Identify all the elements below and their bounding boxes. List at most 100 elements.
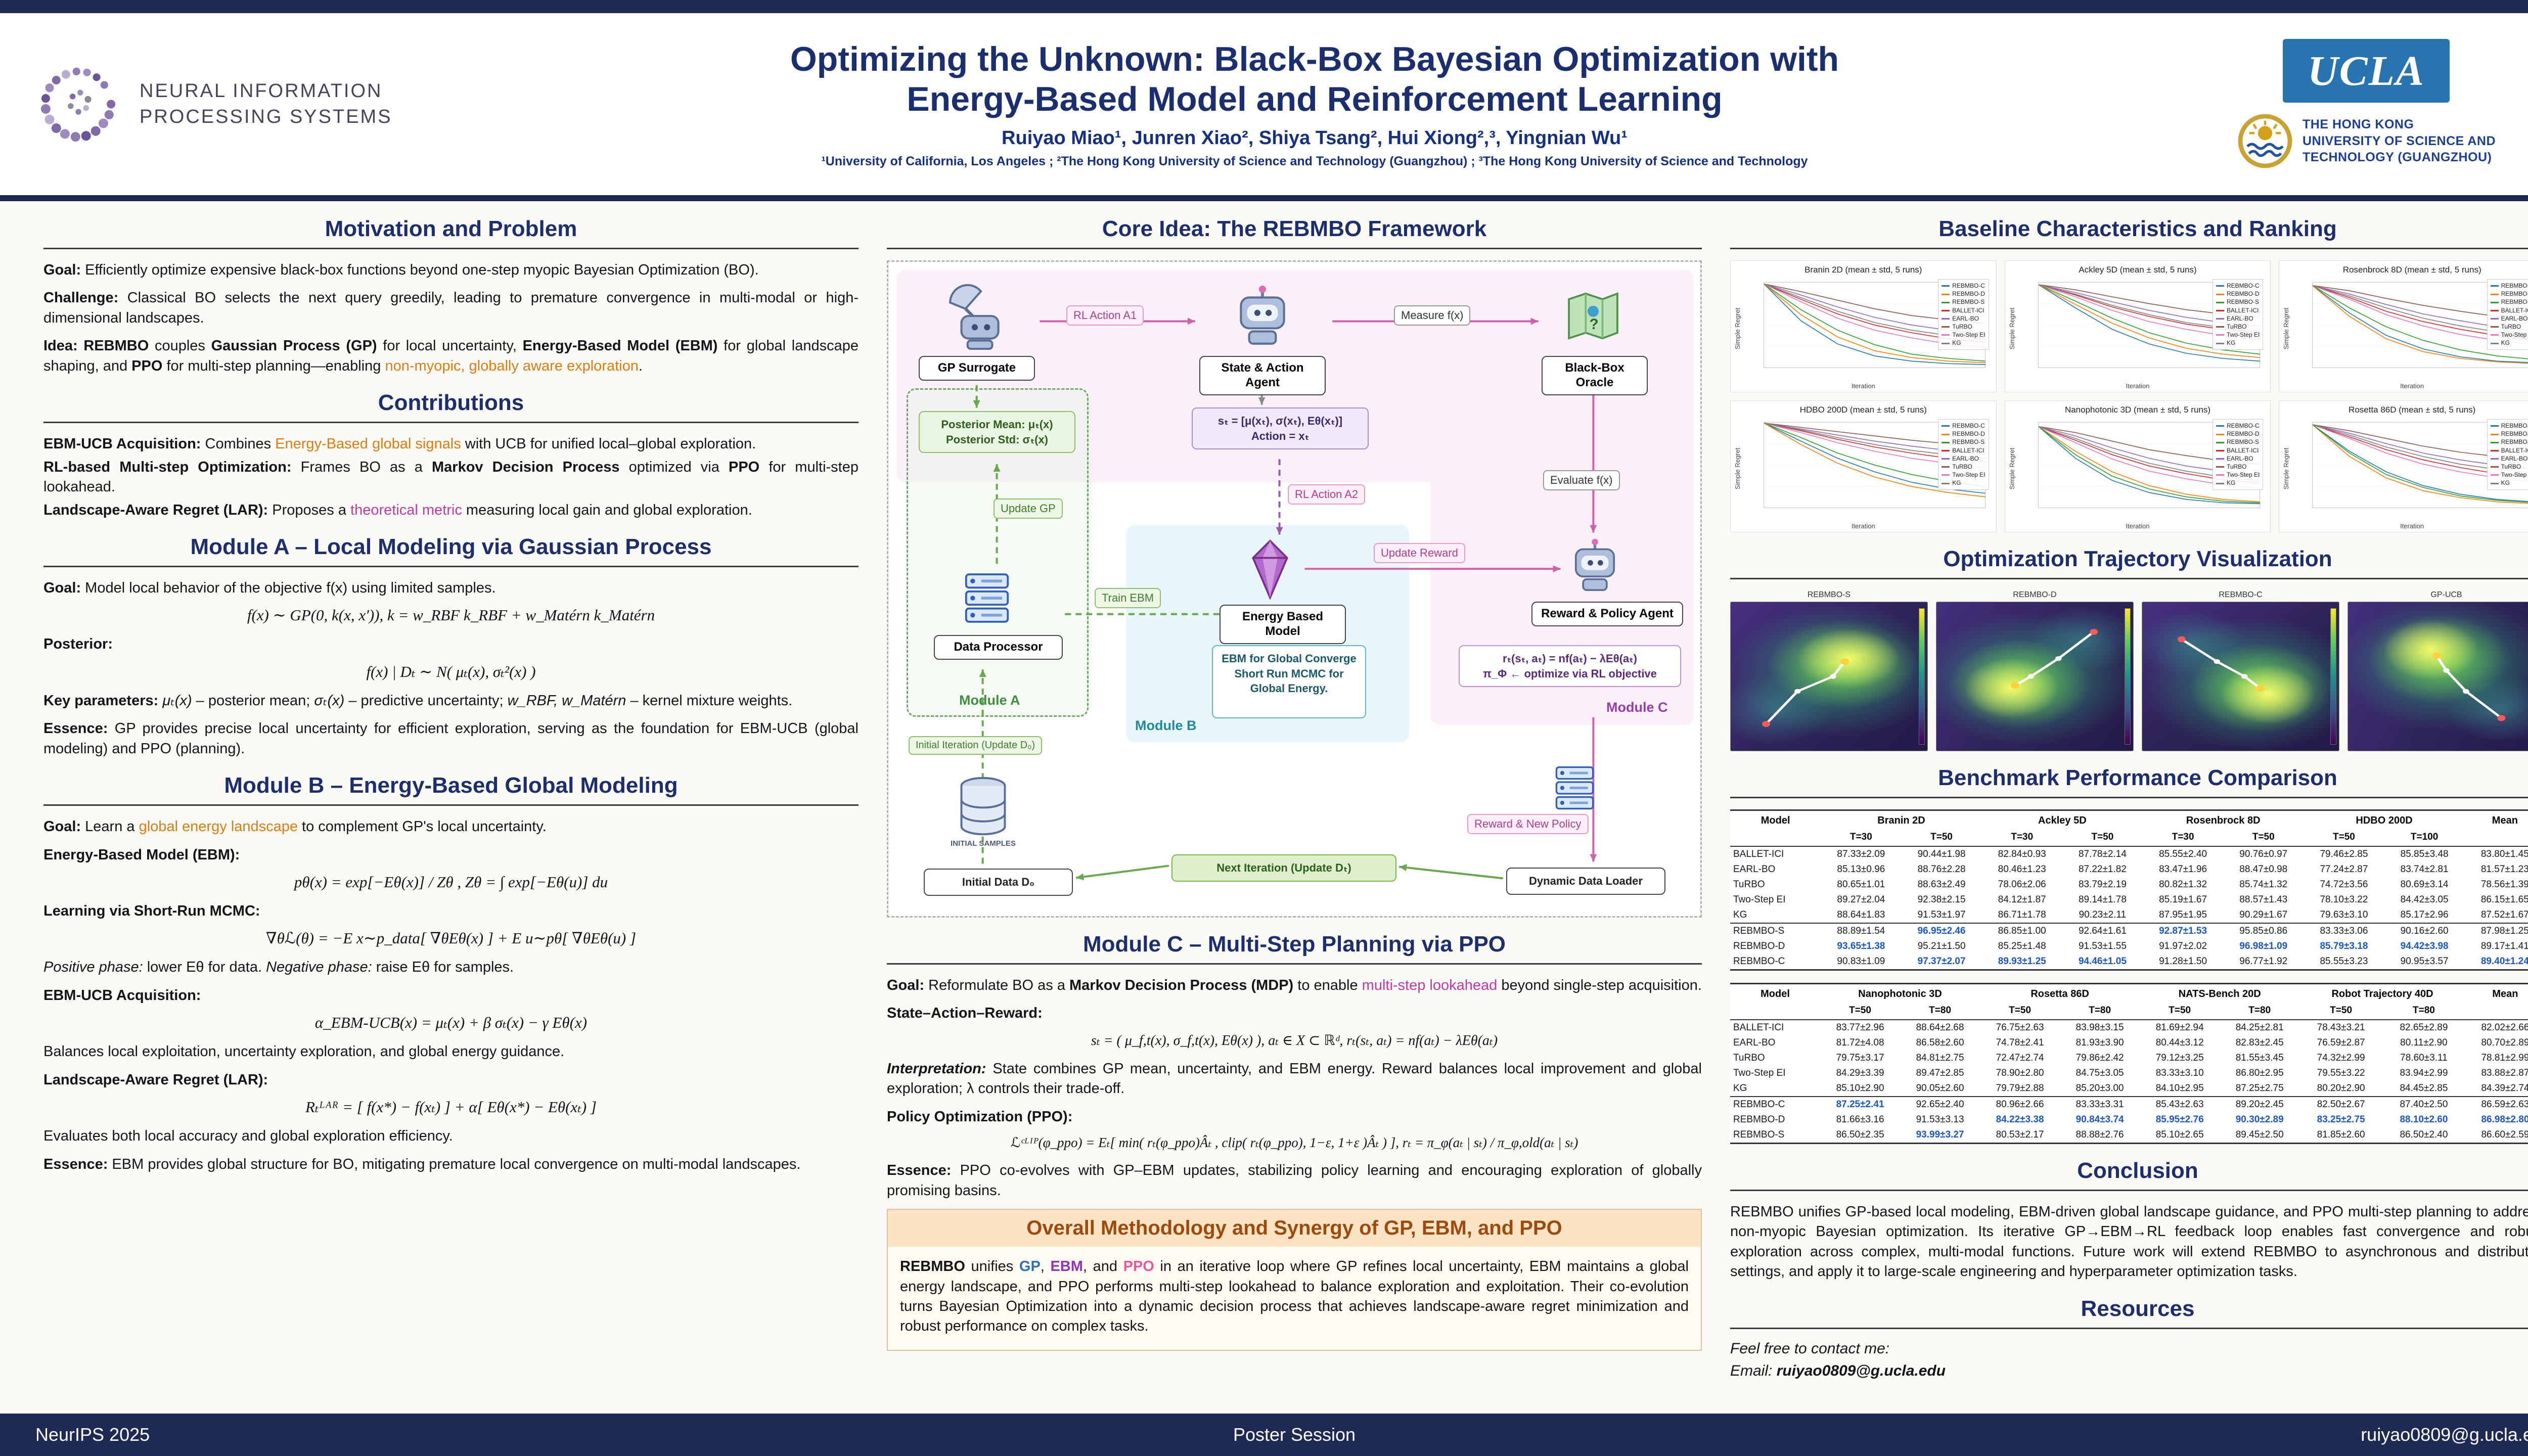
- model-cell: REBMBO-D: [1733, 1114, 1785, 1125]
- footer-conference: NeurIPS 2025: [35, 1424, 150, 1445]
- value-cell: 85.19±1.67: [2159, 894, 2207, 905]
- baseline-heading: Baseline Characteristics and Ranking: [1730, 216, 2528, 249]
- value-cell: 78.06±2.06: [1998, 879, 2046, 890]
- legend-entry: Two-Step EI: [2216, 331, 2260, 339]
- value-cell: 90.44±1.98: [1917, 849, 1966, 859]
- reward-policy-agent-label: Reward & Policy Agent: [1531, 602, 1683, 626]
- trajectory-arrows-icon: [2432, 652, 2506, 721]
- legend-entry: KG: [1942, 339, 1985, 347]
- legend-entry: Two-Step EI: [2490, 471, 2528, 479]
- value-cell: 86.50±2.40: [2382, 1127, 2465, 1144]
- affiliations: ¹University of California, Los Angeles ;…: [821, 154, 1808, 168]
- value-cell: 85.25±1.48: [1998, 941, 2046, 951]
- value-cell: 83.77±2.96: [1836, 1022, 1884, 1033]
- chart-rosenbrock-8d: Rosenbrock 8D (mean ± std, 5 runs)Simple…: [2279, 260, 2528, 392]
- value-cell: 85.17±2.96: [2400, 909, 2449, 920]
- value-cell: 84.81±2.75: [1916, 1053, 1964, 1063]
- legend-entry: REBMBO-D: [1942, 430, 1985, 438]
- value-cell: 92.65±2.40: [1900, 1096, 1980, 1112]
- value-cell: 96.77±1.92: [2223, 954, 2304, 971]
- module-b-heading: Module B – Energy-Based Global Modeling: [43, 773, 859, 806]
- value-cell: 85.74±1.32: [2239, 879, 2288, 890]
- module-c-heading: Module C – Multi-Step Planning via PPO: [887, 932, 1702, 965]
- value-cell: 86.60±2.59: [2465, 1127, 2528, 1144]
- contribution-item: Landscape-Aware Regret (LAR): Proposes a…: [43, 502, 752, 518]
- legend-entry: REBMBO-D: [2490, 290, 2528, 298]
- value-cell: 82.83±2.45: [2235, 1037, 2284, 1048]
- value-cell: 92.64±1.61: [2062, 923, 2143, 939]
- legend-entry: REBMBO-S: [2216, 298, 2260, 306]
- colorbar: [1919, 608, 1925, 745]
- value-cell: 90.05±2.60: [1916, 1083, 1964, 1094]
- value-cell: 80.96±2.66: [1980, 1096, 2060, 1112]
- trajectory-panel: REBMBO-S: [1730, 590, 1928, 751]
- value-cell: 92.38±2.15: [1917, 894, 1966, 905]
- value-cell: 85.13±0.96: [1837, 864, 1885, 875]
- value-cell: 89.45±2.50: [2220, 1127, 2300, 1144]
- model-cell: REBMBO-S: [1730, 923, 1821, 939]
- state-action-agent-icon: [1230, 284, 1295, 350]
- value-cell: 91.28±1.50: [2143, 954, 2224, 971]
- value-cell: 90.84±3.74: [2075, 1114, 2124, 1125]
- value-cell: 81.57±1.23: [2480, 864, 2528, 875]
- module-a-goal: Goal: Model local behavior of the object…: [43, 579, 496, 596]
- state-box: sₜ = [μ(xₜ), σ(xₜ), Eθ(xₜ)] Action = xₜ: [1192, 407, 1369, 450]
- ppo-formula: ℒᶜᴸᴵᴾ(φ_ppo) = Eₜ[ min( rₜ(φ_ppo)Âₜ , cl…: [1010, 1135, 1578, 1151]
- value-cell: 79.55±3.22: [2317, 1068, 2365, 1078]
- value-cell: 78.81±2.99: [2481, 1053, 2528, 1063]
- value-cell: 83.88±2.87: [2481, 1068, 2528, 1078]
- model-cell: REBMBO-S: [1730, 1127, 1821, 1144]
- legend-entry: KG: [2490, 479, 2528, 487]
- value-cell: 80.69±3.14: [2400, 879, 2449, 890]
- measure-fx-tag: Measure f(x): [1394, 305, 1471, 326]
- value-cell: 81.69±2.94: [2155, 1022, 2204, 1033]
- value-cell: 89.40±1.24: [2464, 954, 2528, 971]
- gp-surrogate-label: GP Surrogate: [919, 356, 1035, 381]
- section-motivation: Motivation and Problem Goal: Efficiently…: [43, 216, 859, 376]
- legend-entry: REBMBO-D: [2216, 430, 2260, 438]
- colorbar: [2125, 608, 2131, 745]
- value-cell: 83.74±2.81: [2400, 864, 2449, 875]
- legend-entry: Two-Step EI: [1942, 471, 1985, 479]
- contribution-item: RL-based Multi-step Optimization: Frames…: [43, 459, 859, 495]
- sar-formula: sₜ = ( μ_f,t(x), σ_f,t(x), Eθ(x) ), aₜ ∈…: [1091, 1032, 1498, 1049]
- trajectory-caption: REBMBO-D: [2013, 590, 2057, 599]
- legend-entry: BALLET-ICI: [1942, 306, 1985, 314]
- model-cell: REBMBO-C: [1730, 954, 1821, 971]
- value-cell: 81.93±3.90: [2075, 1037, 2124, 1048]
- value-cell: 76.59±2.87: [2317, 1037, 2365, 1048]
- value-cell: 84.29±3.39: [1836, 1068, 1884, 1078]
- chart-title: Rosenbrock 8D (mean ± std, 5 runs): [2342, 265, 2481, 275]
- trajectory-caption: GP-UCB: [2430, 590, 2462, 599]
- legend-entry: REBMBO-C: [2490, 282, 2528, 290]
- value-cell: 72.47±2.74: [1996, 1053, 2044, 1063]
- chart-xlabel: Iteration: [2400, 522, 2424, 530]
- model-cell: KG: [1733, 1083, 1747, 1094]
- chart-ylabel: Simple Regret: [1734, 447, 1741, 490]
- legend-entry: REBMBO-D: [2216, 290, 2260, 298]
- module-b-goal: Goal: Learn a global energy landscape to…: [43, 818, 547, 835]
- section-module-c: Module C – Multi-Step Planning via PPO G…: [887, 932, 1702, 1201]
- column-right: Baseline Characteristics and Ranking Bra…: [1730, 214, 2528, 1400]
- value-cell: 90.29±1.67: [2239, 909, 2288, 920]
- module-a-essence: Essence: GP provides precise local uncer…: [43, 720, 859, 757]
- model-cell: EARL-BO: [1733, 1037, 1776, 1048]
- value-cell: 92.87±1.53: [2143, 923, 2224, 939]
- module-c-tag: Module C: [1606, 700, 1668, 715]
- model-cell: REBMBO-C: [1730, 1096, 1821, 1112]
- value-cell: 85.10±2.90: [1836, 1083, 1884, 1094]
- colorbar: [2330, 608, 2336, 745]
- value-cell: 85.20±3.00: [2075, 1083, 2124, 1094]
- value-cell: 87.22±1.82: [2078, 864, 2127, 875]
- legend-entry: TuRBO: [1942, 463, 1985, 471]
- value-cell: 86.85±1.00: [1981, 923, 2062, 939]
- legend-entry: TuRBO: [2490, 323, 2528, 331]
- chart-legend: REBMBO-CREBMBO-DREBMBO-SBALLET-ICIEARL-B…: [2487, 419, 2528, 490]
- value-cell: 95.85±0.86: [2223, 923, 2304, 939]
